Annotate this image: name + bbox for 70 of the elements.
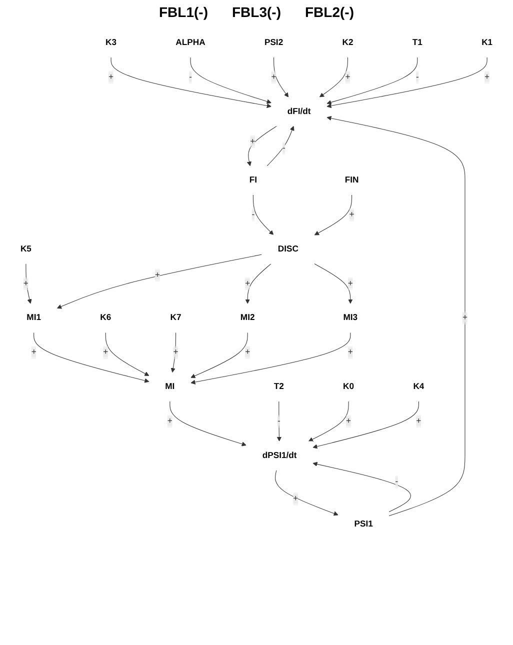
node-text: MI1	[26, 313, 41, 322]
edge-label: +	[416, 416, 422, 426]
arrow	[246, 126, 277, 166]
arrow	[312, 401, 419, 449]
node-text: K4	[413, 382, 424, 392]
edge-label: +	[173, 348, 178, 357]
edge-label: -	[395, 477, 398, 486]
arrow	[34, 332, 150, 383]
edge-label: +	[348, 348, 353, 357]
node-text: ALPHA	[176, 38, 206, 48]
node-text: PSI2	[264, 38, 284, 48]
node-text: PSI1	[354, 520, 373, 529]
node-text: K1	[482, 38, 493, 48]
node-text: dFI/dt	[287, 106, 311, 116]
edge-label: +	[167, 416, 172, 426]
arrow	[326, 57, 488, 108]
node-text: K0	[343, 382, 354, 392]
edge-label: +	[346, 416, 352, 426]
arrow	[170, 401, 246, 446]
arrow	[319, 57, 348, 98]
edge-label: +	[108, 72, 114, 82]
edge-label: +	[345, 72, 350, 82]
arrow	[190, 332, 248, 378]
node-text: MI	[165, 382, 175, 392]
loop-label: FBL2(-)	[305, 4, 354, 20]
edge-label: +	[23, 278, 28, 288]
edge-label: +	[271, 72, 276, 82]
arrow	[110, 57, 272, 108]
edge-label: +	[245, 348, 250, 357]
edge-label: +	[348, 278, 353, 288]
edge-label: +	[245, 278, 250, 288]
edge-label: +	[250, 136, 256, 146]
node-text: K3	[106, 38, 117, 48]
arrow	[56, 254, 262, 309]
node-text: K5	[20, 244, 32, 254]
node-text: FI	[249, 176, 258, 185]
node-text: dPSI1/dt	[262, 450, 297, 460]
arrow	[326, 116, 466, 516]
node-text: T2	[274, 382, 284, 392]
edge-label: +	[155, 270, 160, 280]
edge-label: +	[31, 348, 36, 357]
node-text: T1	[412, 38, 422, 48]
arrow	[105, 332, 150, 376]
edge-label: +	[484, 72, 490, 82]
loop-label: FBL1(-)	[159, 4, 208, 20]
edge-label: +	[462, 313, 468, 322]
loop-label: FBL3(-)	[232, 4, 281, 20]
edge-label: -	[277, 416, 280, 426]
arrow	[308, 401, 349, 442]
node-text: MI3	[343, 313, 358, 322]
node-text: FIN	[344, 176, 359, 185]
edge-label: -	[282, 143, 286, 153]
edge-label: -	[416, 72, 419, 82]
node-text: K7	[170, 313, 182, 322]
edge-label: -	[189, 72, 192, 82]
arrow	[266, 126, 294, 166]
arrow	[190, 332, 351, 384]
arrow	[274, 57, 289, 98]
node-text: MI2	[240, 313, 255, 322]
node-text: DISC	[278, 244, 298, 254]
edge-label: +	[349, 210, 354, 220]
arrow	[312, 462, 411, 512]
node-text: K6	[100, 313, 112, 322]
edge-label: +	[293, 494, 298, 504]
arrow	[274, 470, 338, 516]
node-text: K2	[342, 38, 354, 48]
edge-label: +	[103, 348, 108, 357]
arrow	[26, 264, 32, 304]
arrow	[314, 194, 352, 236]
edge-label: -	[252, 210, 255, 220]
